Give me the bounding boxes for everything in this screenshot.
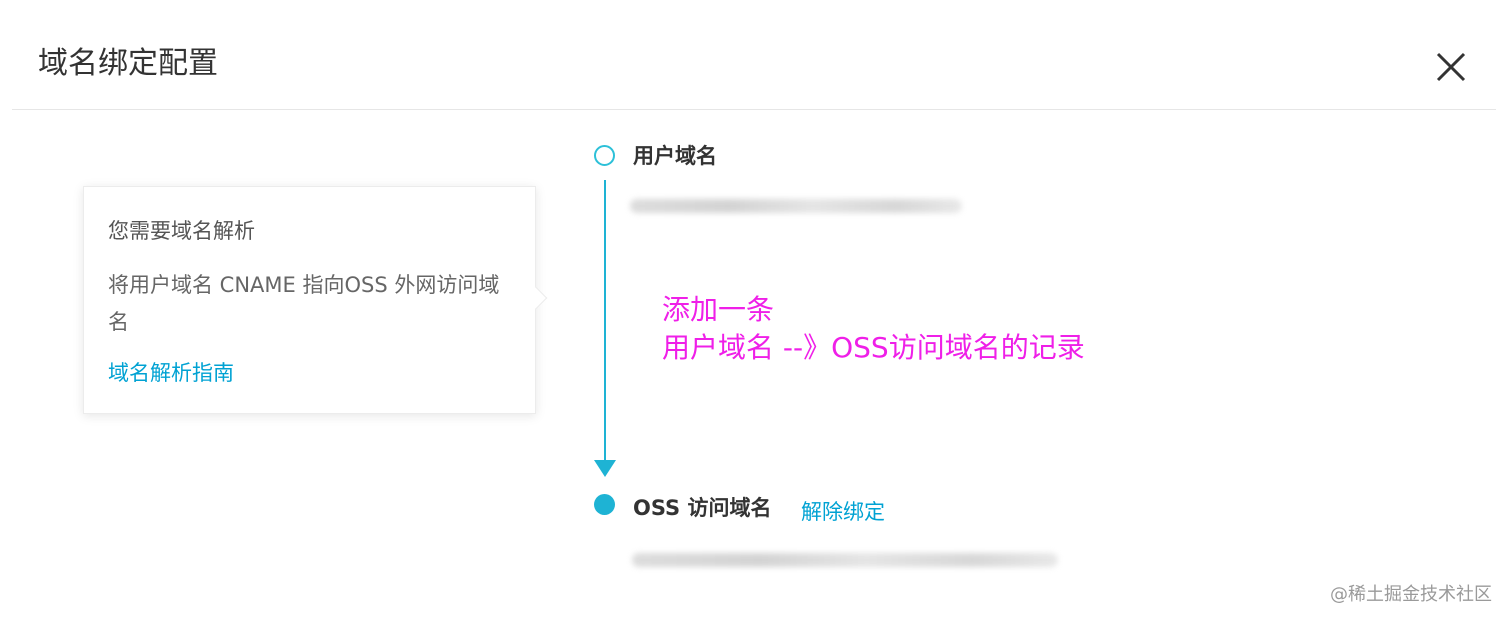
- user-domain-label: 用户域名: [633, 144, 717, 168]
- timeline-connector: [604, 180, 606, 462]
- watermark: @稀土掘金技术社区: [1330, 584, 1492, 605]
- popover-title: 您需要域名解析: [108, 219, 255, 243]
- filled-circle-icon: [594, 494, 615, 515]
- dialog-title: 域名绑定配置: [38, 46, 218, 81]
- user-domain-value-blurred: [630, 199, 962, 213]
- close-icon: [1436, 52, 1466, 82]
- popover-description: 将用户域名 CNAME 指向OSS 外网访问域名: [108, 273, 500, 334]
- oss-domain-value-blurred: [632, 553, 1058, 567]
- annotation-line-1: 添加一条: [662, 293, 775, 326]
- dns-hint-popover: 您需要域名解析 将用户域名 CNAME 指向OSS 外网访问域名 域名解析指南: [83, 186, 536, 414]
- dns-guide-link[interactable]: 域名解析指南: [108, 361, 234, 385]
- close-button[interactable]: [1434, 50, 1468, 84]
- hollow-circle-icon: [594, 145, 615, 166]
- unbind-link[interactable]: 解除绑定: [801, 500, 885, 524]
- dialog-header: 域名绑定配置: [12, 0, 1496, 110]
- oss-domain-label: OSS 访问域名: [633, 496, 772, 520]
- annotation-line-2: 用户域名 --》OSS访问域名的记录: [662, 331, 1085, 364]
- annotation-note: 添加一条 用户域名 --》OSS访问域名的记录: [662, 291, 1085, 367]
- arrow-down-icon: [594, 460, 616, 477]
